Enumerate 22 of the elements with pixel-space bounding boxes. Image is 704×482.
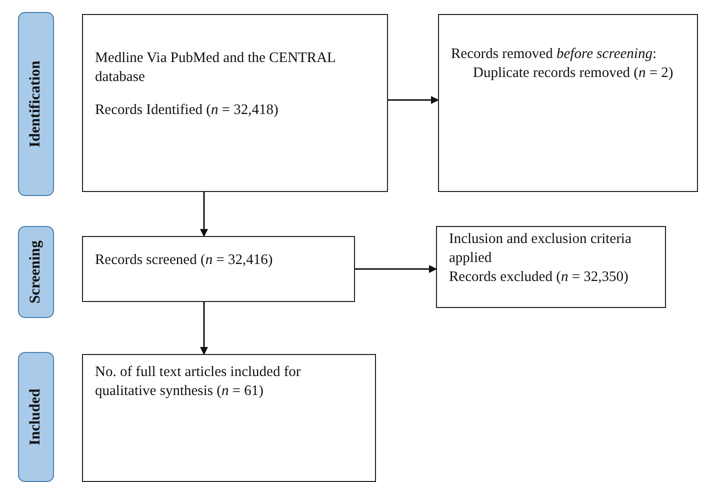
stage-label: Included — [26, 388, 44, 446]
process-box — [82, 14, 388, 192]
box-text: Records Identified (n = 32,418) — [95, 100, 280, 120]
stage-band — [18, 12, 54, 196]
stage-band — [18, 226, 54, 318]
box-text: No. of full text articles included for qualitative synthesis (n = 61) — [95, 363, 302, 401]
process-box — [82, 236, 355, 302]
process-box — [438, 14, 698, 192]
stage-label: Screening — [26, 240, 44, 304]
box-text: Medline Via PubMed and the CENTRAL database — [95, 49, 336, 87]
stage-label: Identification — [26, 60, 44, 148]
arrow — [200, 302, 208, 355]
process-box — [82, 354, 376, 482]
arrow — [388, 96, 439, 104]
arrow — [200, 192, 208, 237]
stage-band — [18, 352, 54, 482]
box-text: Records excluded (n = 32,350) — [449, 268, 630, 287]
box-text: Records screened (n = 32,416) — [95, 251, 274, 270]
box-text: Duplicate records removed (n = 2) — [472, 64, 674, 83]
process-box — [436, 226, 666, 308]
arrow — [355, 265, 437, 273]
box-text: Records removed before screening: — [451, 45, 658, 64]
